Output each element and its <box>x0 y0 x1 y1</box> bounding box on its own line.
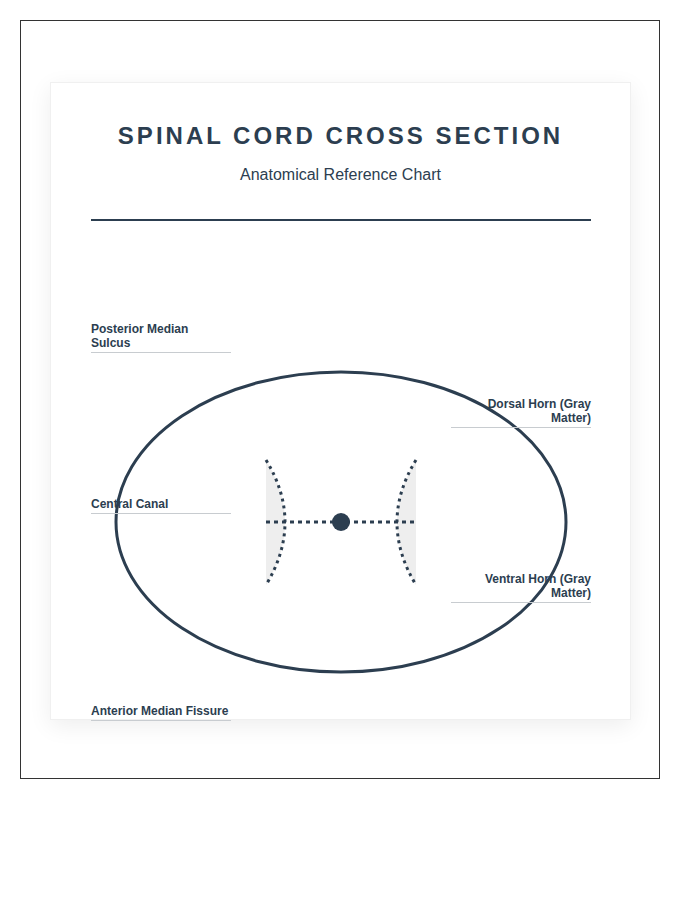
part-label: Ventral Horn (Gray Matter) <box>451 572 591 603</box>
cord-outline <box>116 372 566 672</box>
part-label: Dorsal Horn (Gray Matter) <box>451 397 591 428</box>
header-rule <box>91 219 591 221</box>
part-label: Anterior Median Fissure <box>91 704 231 721</box>
central-canal-dot <box>332 513 350 531</box>
chart-subtitle: Anatomical Reference Chart <box>50 165 631 185</box>
chart-title: SPINAL CORD CROSS SECTION <box>50 121 631 151</box>
part-label: Posterior Median Sulcus <box>91 322 231 353</box>
part-label: Central Canal <box>91 497 231 514</box>
